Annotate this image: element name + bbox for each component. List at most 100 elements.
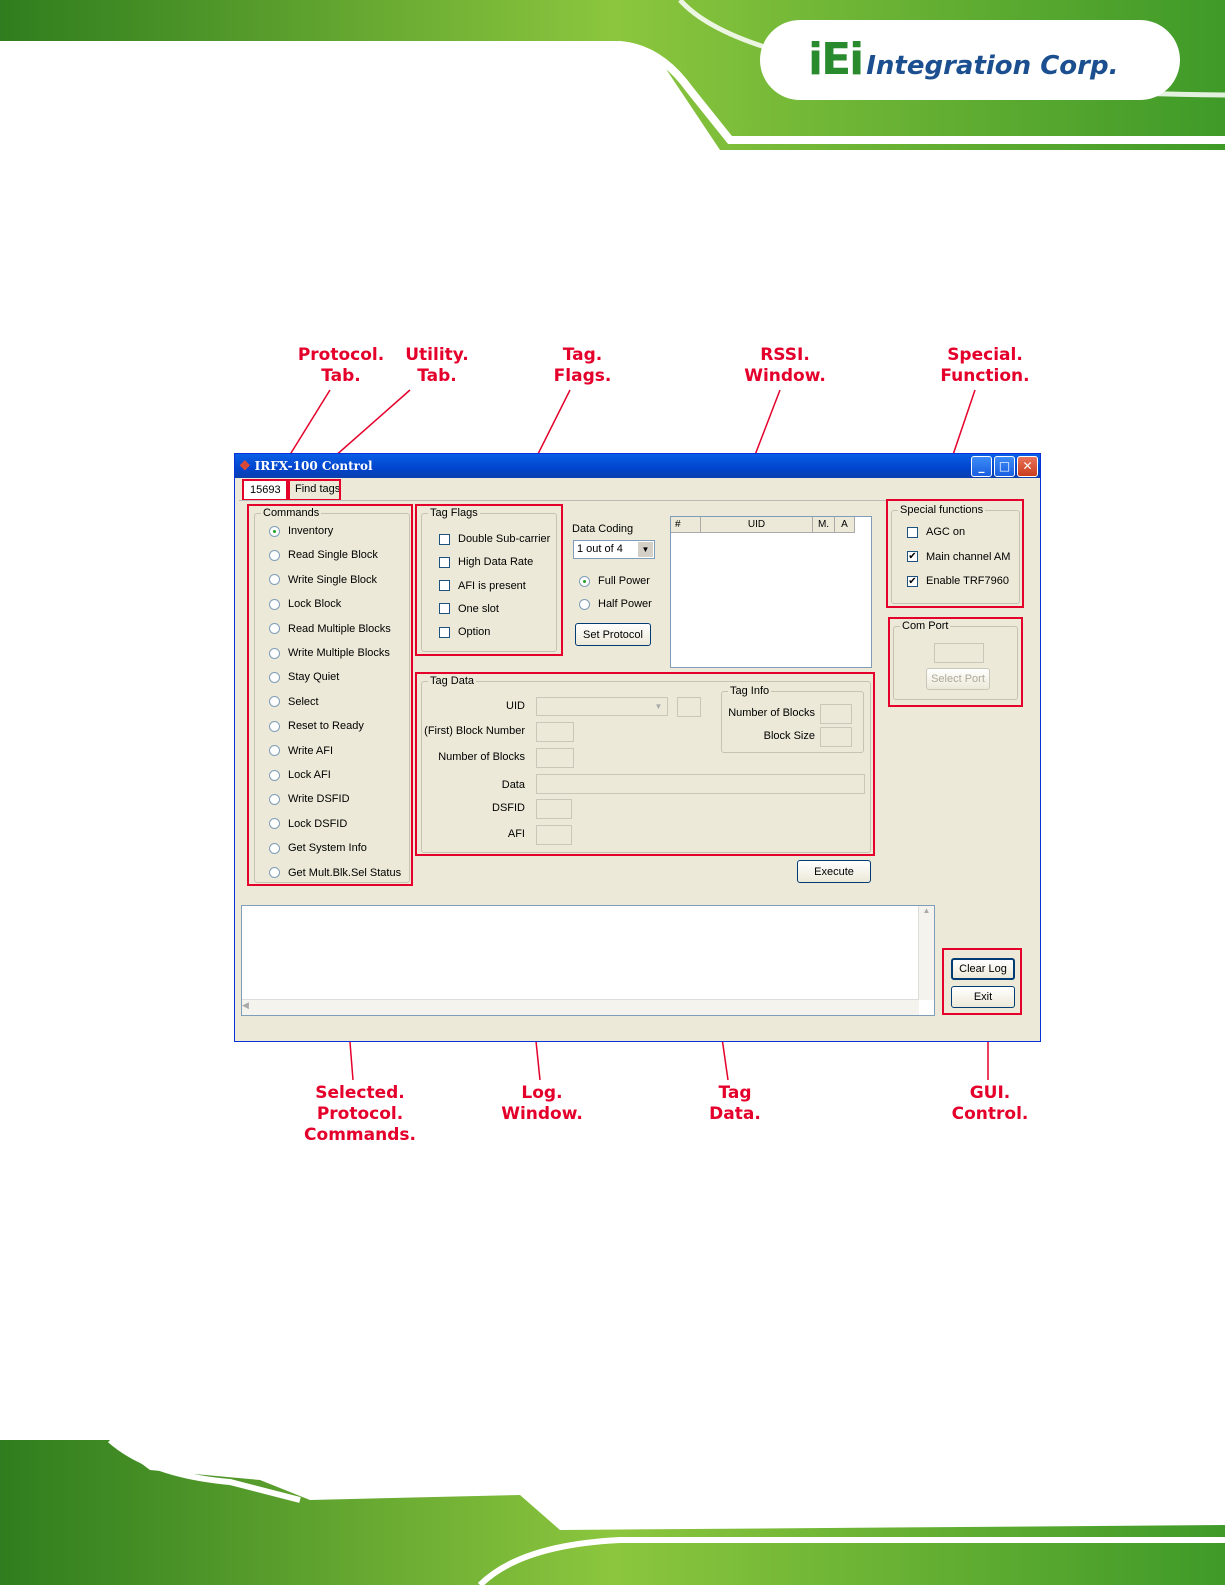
data-coding-select[interactable]: 1 out of 4 ▼ <box>573 540 655 559</box>
uid-label: UID <box>506 700 525 712</box>
tag-flag-checkbox-4[interactable]: Option <box>439 626 490 638</box>
tag-data-group: Tag Data <box>421 675 871 853</box>
command-radio-3[interactable]: Lock Block <box>269 598 341 610</box>
radio-icon <box>269 549 280 561</box>
command-label: Get System Info <box>288 842 367 855</box>
highlight-special-functions <box>886 499 1024 608</box>
checkbox-icon <box>907 526 918 538</box>
tag-info-block-size-field[interactable] <box>820 727 852 747</box>
col-header-number[interactable]: # <box>671 517 701 533</box>
checkbox-icon <box>439 580 450 592</box>
full-power-label: Full Power <box>598 575 650 587</box>
number-of-blocks-field[interactable] <box>536 748 574 768</box>
command-radio-8[interactable]: Reset to Ready <box>269 720 364 732</box>
log-horizontal-scrollbar[interactable]: ◀ <box>242 999 919 1015</box>
dsfid-label: DSFID <box>492 802 525 814</box>
special-function-checkbox-0[interactable]: AGC on <box>907 526 965 538</box>
minimize-button[interactable]: _ <box>971 455 992 477</box>
command-radio-11[interactable]: Write DSFID <box>269 793 350 805</box>
execute-button[interactable]: Execute <box>797 860 871 883</box>
special-function-label: Enable TRF7960 <box>926 575 1009 587</box>
uid-extra-field[interactable] <box>677 697 701 717</box>
col-header-a[interactable]: A <box>835 517 855 533</box>
rssi-window-list[interactable]: # UID M. A <box>670 516 872 668</box>
window-titlebar[interactable]: ❖ IRFX-100 Control _ □ ✕ <box>235 454 1040 478</box>
com-port-legend: Com Port <box>902 620 949 632</box>
first-block-number-label: (First) Block Number <box>424 725 525 737</box>
log-vertical-scrollbar[interactable]: ▲ <box>918 906 934 1000</box>
command-radio-14[interactable]: Get Mult.Blk.Sel Status <box>269 867 401 879</box>
checkbox-icon <box>439 533 450 545</box>
highlight-commands <box>247 504 413 886</box>
iei-logo: iEi Integration Corp. <box>808 34 1118 85</box>
tag-info-blocks-field[interactable] <box>820 704 852 724</box>
command-radio-0[interactable]: Inventory <box>269 525 333 537</box>
command-radio-1[interactable]: Read Single Block <box>269 549 378 561</box>
tab-find-tags[interactable]: Find tags <box>289 480 347 500</box>
col-header-m[interactable]: M. <box>813 517 835 533</box>
afi-field[interactable] <box>536 825 572 845</box>
close-button[interactable]: ✕ <box>1017 455 1038 477</box>
radio-icon <box>269 867 280 879</box>
radio-icon <box>269 623 280 635</box>
tag-flag-label: High Data Rate <box>458 556 534 569</box>
radio-icon <box>269 574 280 586</box>
select-port-button[interactable]: Select Port <box>926 668 990 690</box>
exit-button[interactable]: Exit <box>951 986 1015 1008</box>
tag-flag-checkbox-2[interactable]: AFI is present <box>439 580 526 592</box>
radio-icon <box>269 769 280 781</box>
command-radio-6[interactable]: Stay Quiet <box>269 671 339 683</box>
commands-group: Commands <box>254 507 410 883</box>
command-radio-12[interactable]: Lock DSFID <box>269 818 347 830</box>
number-of-blocks-label: Number of Blocks <box>438 751 525 763</box>
half-power-label: Half Power <box>598 598 652 610</box>
command-radio-2[interactable]: Write Single Block <box>269 574 377 586</box>
command-radio-9[interactable]: Write AFI <box>269 745 333 757</box>
tag-flag-checkbox-0[interactable]: Double Sub-carrier <box>439 533 550 545</box>
command-label: Write DSFID <box>288 793 350 806</box>
command-label: Write Single Block <box>288 573 378 586</box>
command-label: Lock DSFID <box>288 817 348 830</box>
radio-icon <box>579 575 590 587</box>
command-label: Write AFI <box>288 744 334 757</box>
first-block-number-field[interactable] <box>536 722 574 742</box>
com-port-field[interactable] <box>934 643 984 663</box>
command-radio-10[interactable]: Lock AFI <box>269 769 331 781</box>
maximize-button[interactable]: □ <box>994 455 1015 477</box>
set-protocol-button[interactable]: Set Protocol <box>575 623 651 646</box>
command-label: Read Single Block <box>288 549 378 562</box>
checkbox-icon: ✔ <box>907 551 918 562</box>
command-label: Inventory <box>288 525 334 537</box>
highlight-tag-flags <box>415 504 563 656</box>
col-header-uid[interactable]: UID <box>701 517 813 533</box>
radio-icon <box>269 818 280 830</box>
uid-select[interactable]: ▼ <box>536 697 668 716</box>
tag-flag-label: AFI is present <box>458 579 526 592</box>
command-radio-7[interactable]: Select <box>269 696 319 708</box>
checkbox-icon: ✔ <box>907 575 918 587</box>
command-label: Lock Block <box>288 598 342 611</box>
chevron-down-icon[interactable]: ▼ <box>638 542 653 557</box>
tag-info-blocks-label: Number of Blocks <box>728 707 815 719</box>
dsfid-field[interactable] <box>536 799 572 819</box>
command-radio-4[interactable]: Read Multiple Blocks <box>269 623 391 635</box>
clear-log-button[interactable]: Clear Log <box>951 958 1015 980</box>
special-function-checkbox-1[interactable]: ✔Main channel AM <box>907 551 1010 563</box>
tag-flag-checkbox-3[interactable]: One slot <box>439 603 499 615</box>
command-radio-13[interactable]: Get System Info <box>269 842 367 854</box>
tab-protocol-15693[interactable]: 15693 <box>243 480 288 500</box>
full-power-radio[interactable]: Full Power <box>579 575 650 587</box>
data-field[interactable] <box>536 774 865 794</box>
command-radio-5[interactable]: Write Multiple Blocks <box>269 647 390 659</box>
app-icon: ❖ <box>239 458 251 474</box>
chevron-down-icon[interactable]: ▼ <box>651 699 666 714</box>
tag-flag-checkbox-1[interactable]: High Data Rate <box>439 556 533 568</box>
special-functions-group: Special functions <box>891 504 1020 604</box>
command-label: Get Mult.Blk.Sel Status <box>288 866 402 879</box>
tag-flags-legend: Tag Flags <box>430 507 478 519</box>
log-window[interactable]: ▲ ◀ <box>241 905 935 1016</box>
half-power-radio[interactable]: Half Power <box>579 598 652 610</box>
special-function-checkbox-2[interactable]: ✔ Enable TRF7960 <box>907 575 1009 587</box>
callout-utility-tab: Utility. Tab. <box>405 345 469 386</box>
tag-data-legend: Tag Data <box>430 675 475 687</box>
